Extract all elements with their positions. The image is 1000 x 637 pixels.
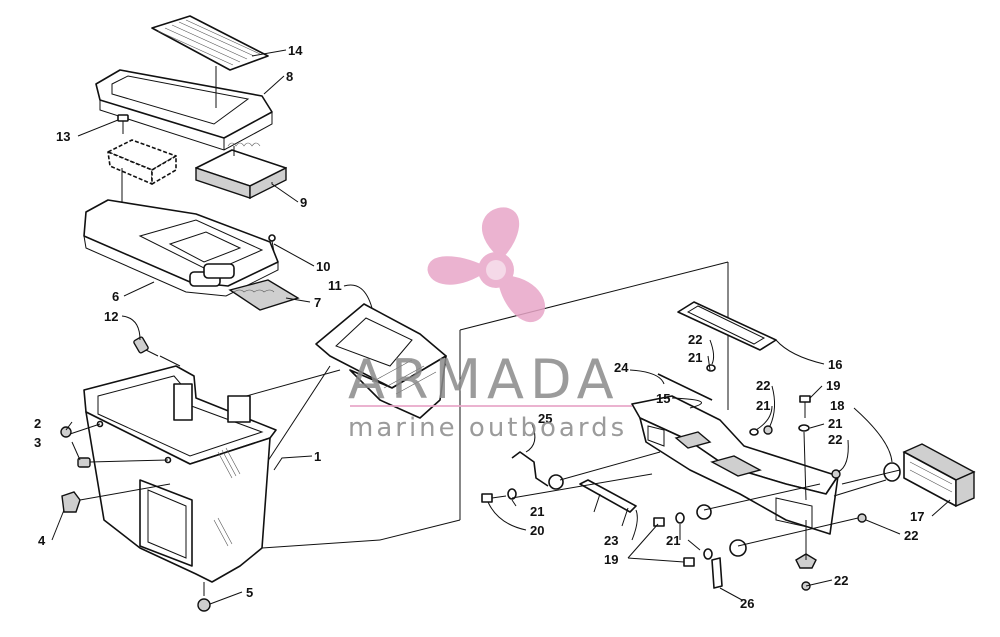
- callout-25: 25: [538, 411, 552, 426]
- callout-22d: 22: [904, 528, 918, 543]
- strip-26: [711, 557, 723, 589]
- tray-6: [83, 199, 279, 297]
- clip-4: [61, 491, 81, 513]
- callout-labels: 14 8 13 9 10 6 7 11 12 2 3 4 5 1 22 21 1…: [34, 43, 924, 611]
- nut-22-mid: [763, 425, 773, 435]
- washer-21-left: [507, 488, 517, 500]
- duct-11: [315, 303, 447, 419]
- rod-24: [657, 373, 713, 401]
- callout-22a: 22: [688, 332, 702, 347]
- callout-18: 18: [830, 398, 844, 413]
- callout-16: 16: [828, 357, 842, 372]
- assembly-leaders: [69, 66, 901, 596]
- grille-panel-14: [151, 15, 269, 71]
- washer-21-lower-a: [675, 512, 685, 524]
- gear-lower-b: [729, 539, 747, 557]
- foam-strip-7: [228, 279, 300, 311]
- callout-23: 23: [604, 533, 618, 548]
- callout-14: 14: [288, 43, 303, 58]
- callout-24: 24: [614, 360, 629, 375]
- bolt-19-top: [799, 395, 811, 418]
- grommet-22-top: [706, 364, 716, 372]
- panel-17: [902, 443, 976, 508]
- bolt-20: [481, 493, 507, 503]
- callout-21b: 21: [756, 398, 770, 413]
- nut-22-lower: [857, 513, 867, 523]
- screw-3: [77, 457, 91, 468]
- pin-10: [268, 234, 276, 253]
- washer-21-right: [798, 424, 810, 432]
- cap-5: [197, 598, 211, 612]
- watermark-tagline: marine outboards: [348, 413, 627, 443]
- callout-9: 9: [300, 195, 307, 210]
- armada-watermark: ARMADA marine outboards: [348, 207, 632, 443]
- callout-22c: 22: [828, 432, 842, 447]
- linkage-25: [511, 451, 564, 490]
- washer-21-lower-b: [703, 548, 713, 560]
- callout-1: 1: [314, 449, 321, 464]
- callout-22e: 22: [834, 573, 848, 588]
- callout-15: 15: [656, 391, 670, 406]
- main-housing-1: [83, 365, 277, 583]
- filter-pad-9: [195, 149, 287, 200]
- console-channel-15: [631, 395, 839, 535]
- callout-2: 2: [34, 416, 41, 431]
- screw-12: [133, 336, 159, 357]
- bolt-19-lower-b: [683, 557, 695, 567]
- callout-21a: 21: [688, 350, 702, 365]
- callout-22b: 22: [756, 378, 770, 393]
- callout-26: 26: [740, 596, 754, 611]
- screw-13: [117, 114, 129, 134]
- callout-11: 11: [328, 278, 342, 293]
- callout-10: 10: [316, 259, 330, 274]
- gear-lower-a: [696, 504, 712, 520]
- callout-21d: 21: [530, 504, 544, 519]
- cover-frame-8: [95, 69, 273, 151]
- callout-21e: 21: [666, 533, 680, 548]
- knob-22: [795, 553, 817, 569]
- propeller-logo: [427, 207, 545, 323]
- callout-6: 6: [112, 289, 119, 304]
- watermark-brand: ARMADA: [348, 348, 620, 411]
- callout-19b: 19: [604, 552, 618, 567]
- callout-5: 5: [246, 585, 253, 600]
- control-module: [107, 139, 177, 218]
- callout-7: 7: [314, 295, 321, 310]
- callout-21c: 21: [828, 416, 842, 431]
- callout-leaders: [51, 49, 951, 605]
- callout-3: 3: [34, 435, 41, 450]
- bolt-19-lower-a: [653, 517, 665, 527]
- callout-17: 17: [910, 509, 924, 524]
- callout-13: 13: [56, 129, 70, 144]
- washer-21-mid: [749, 428, 759, 436]
- callout-19a: 19: [826, 378, 840, 393]
- callout-12: 12: [104, 309, 118, 324]
- callout-4: 4: [38, 533, 46, 548]
- lever-23: [579, 479, 637, 527]
- callout-8: 8: [286, 69, 293, 84]
- grommet-2: [60, 426, 72, 438]
- callout-20: 20: [530, 523, 544, 538]
